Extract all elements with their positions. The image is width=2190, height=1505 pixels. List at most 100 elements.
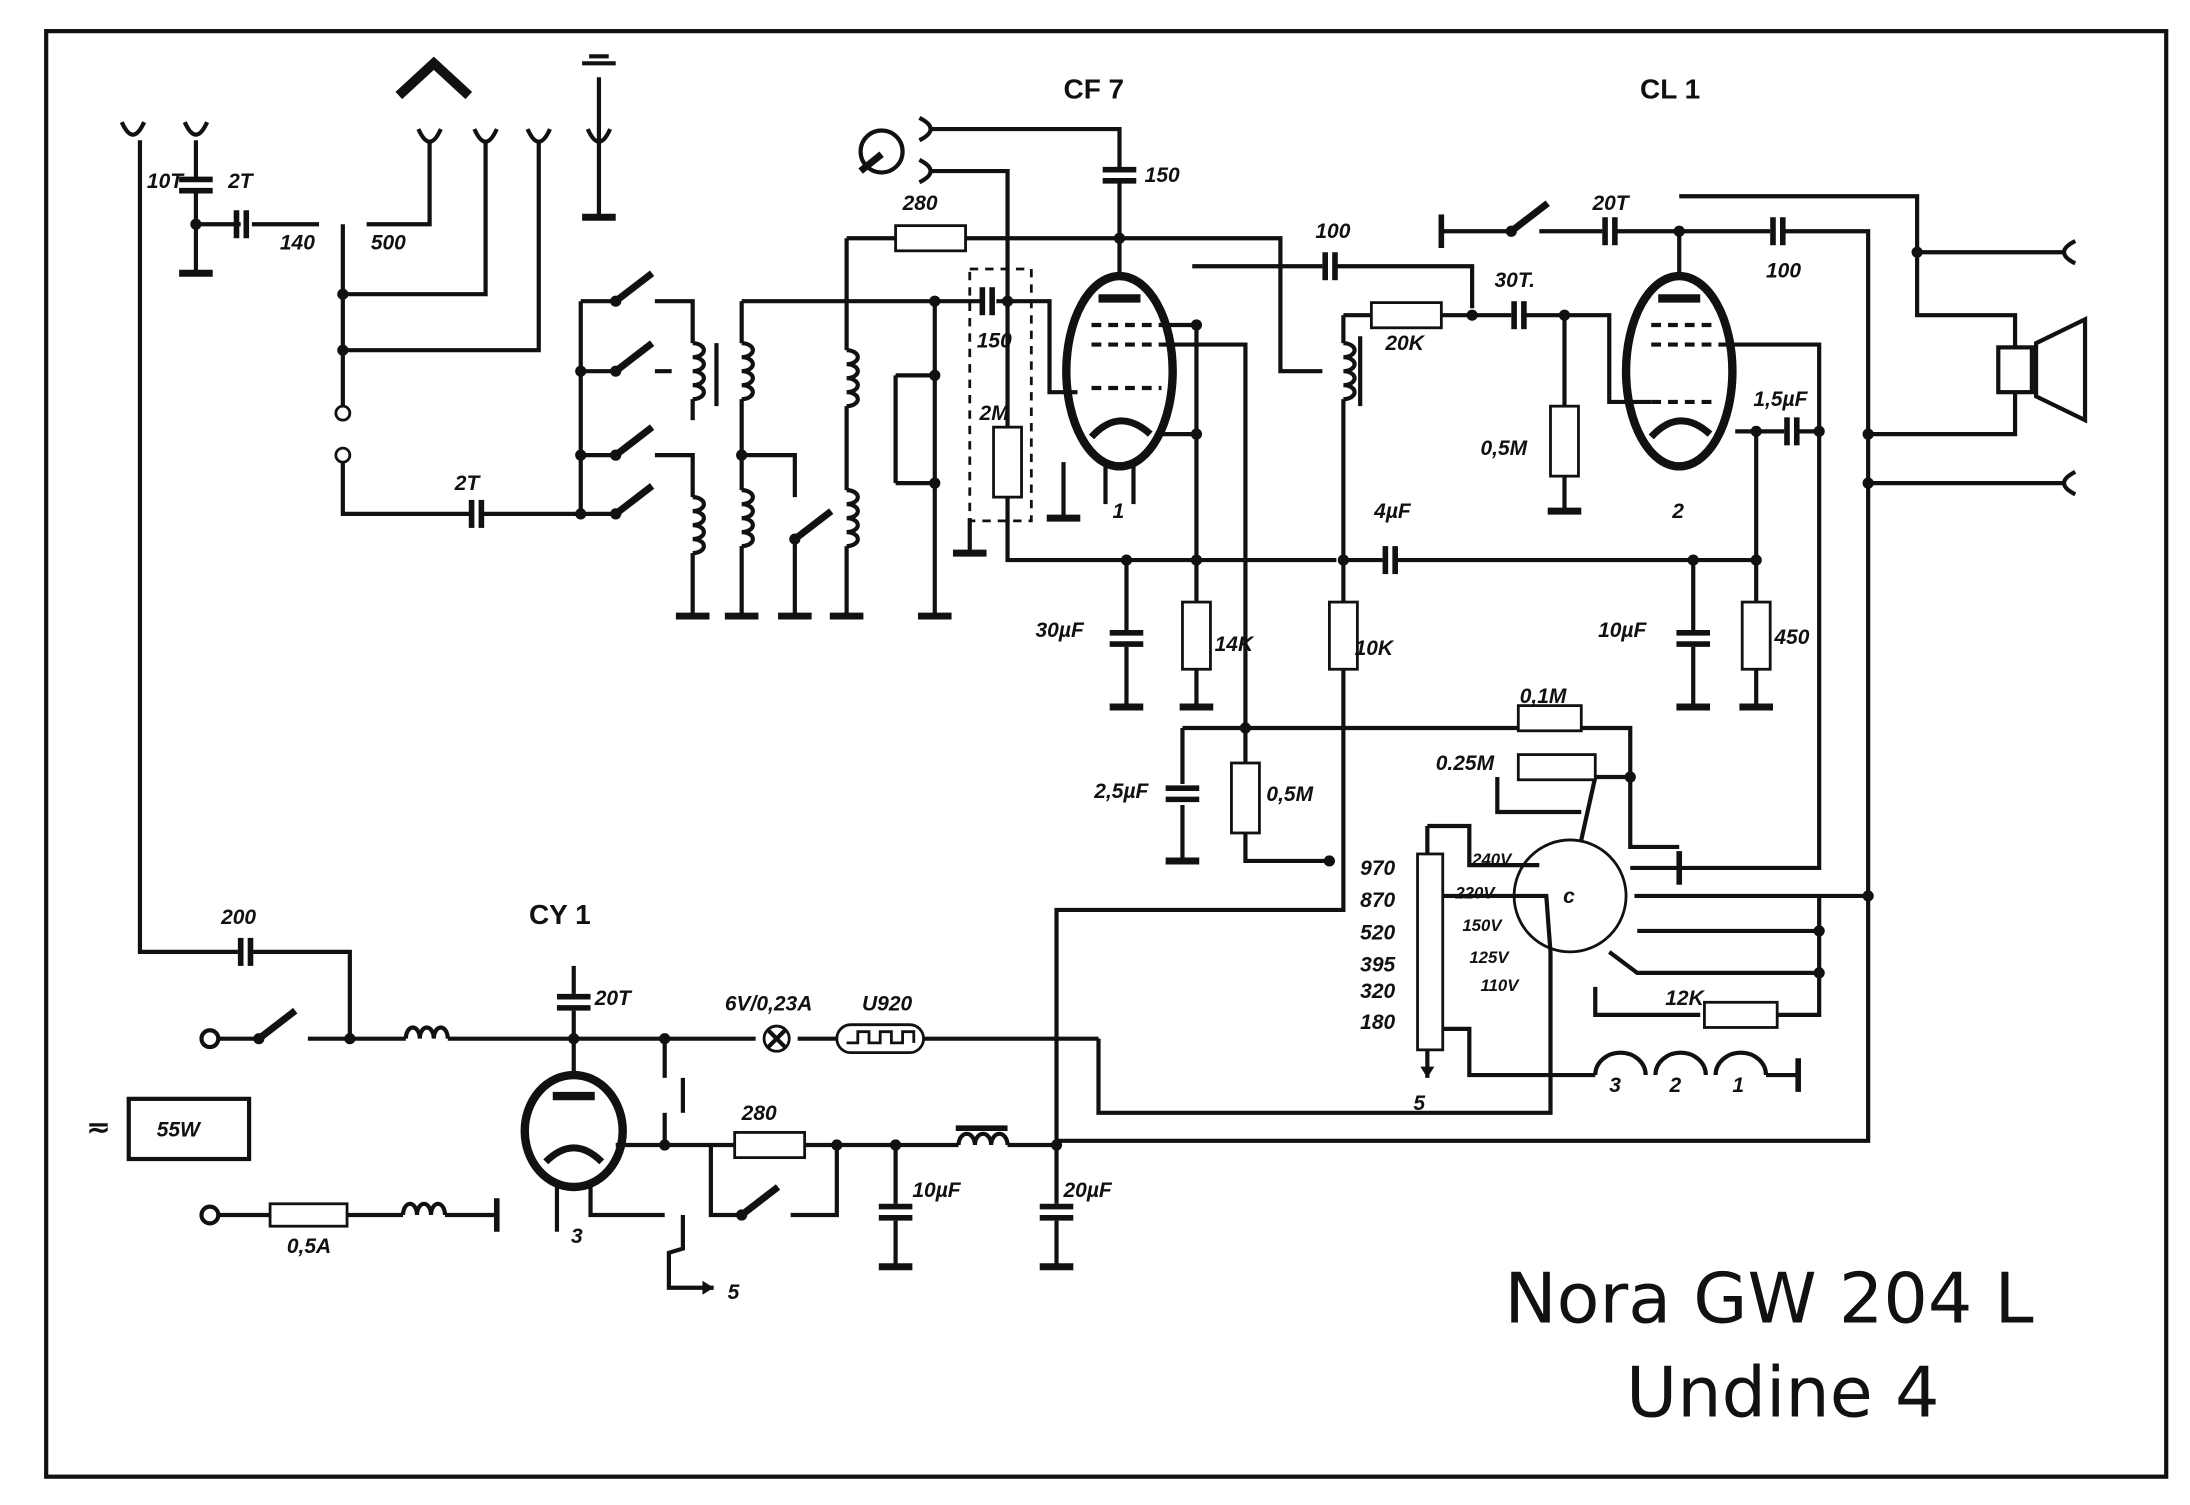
label-280-top: 280 (902, 192, 938, 215)
label-05m-cl1: 0,5M (1481, 437, 1528, 460)
junction-dot (1466, 309, 1478, 321)
junction-dot (1001, 295, 1014, 307)
dial-lamp-label: 3 (1609, 1074, 1621, 1097)
label-05m-b: 0,5M (1266, 783, 1313, 806)
voltage-label: 220V (1454, 884, 1496, 903)
antenna-socket (416, 128, 443, 144)
label-4uf: 4µF (1373, 500, 1412, 523)
tap-label: 970 (1360, 857, 1395, 880)
resistor (1369, 301, 1443, 330)
pilot-lamp-icon (762, 1024, 791, 1053)
coil (846, 488, 860, 549)
junction-dot (1337, 554, 1349, 566)
wire (1336, 264, 1475, 309)
junction-dot (1120, 554, 1133, 566)
model-title: Nora GW 204 L (1504, 1259, 2033, 1340)
switch-blade (792, 508, 834, 542)
wire (1056, 483, 1871, 1143)
wire (1441, 1026, 1596, 1078)
resistor (992, 425, 1023, 499)
antenna-socket (182, 121, 210, 137)
tube-label-cy1: CY 1 (529, 899, 591, 930)
label-30t: 30T. (1495, 269, 1535, 292)
resistor (1181, 600, 1212, 671)
junction-dot (736, 449, 748, 461)
tube-cf7: CF 7 1 (1062, 73, 1177, 523)
wire (1608, 950, 1820, 975)
junction-dot (568, 1033, 580, 1045)
tube-label-cl1: CL 1 (1640, 73, 1700, 104)
label-01m: 0,1M (1520, 685, 1567, 708)
resistor (1516, 753, 1597, 782)
junction-dot (1813, 425, 1825, 437)
component-labels: 10T 2T 140 500 2T 280 150 150 2M 100 20K… (147, 164, 1810, 1304)
tube-number-cl1: 2 (1671, 500, 1684, 523)
label-150-plate: 150 (1145, 164, 1180, 187)
wire (1005, 497, 1337, 563)
wire (1096, 893, 1553, 1115)
coil (403, 1025, 450, 1039)
wire (1522, 313, 1567, 407)
wire (1679, 194, 2065, 255)
wire (666, 1214, 714, 1290)
mains-terminal (199, 1204, 221, 1226)
switch-blade (256, 1007, 298, 1042)
voltage-labels: 240V 220V 150V 125V 110V (1454, 850, 1520, 995)
label-025m: 0.25M (1436, 752, 1495, 775)
switch-blade (613, 483, 655, 517)
power-rating-box (126, 1096, 252, 1162)
wire (790, 1145, 839, 1218)
wire (930, 168, 1010, 428)
junction-dot (1862, 890, 1874, 902)
antenna-socket (585, 128, 613, 144)
junction-dot (1190, 428, 1203, 440)
label-2t-a: 2T (227, 170, 255, 193)
label-30uf: 30µF (1036, 619, 1085, 642)
selector-center-label: c (1563, 885, 1575, 908)
voltage-label: 110V (1481, 976, 1521, 995)
wire (654, 453, 695, 498)
label-10uf-bot: 10µF (912, 1179, 961, 1202)
label-heater-5: 5 (728, 1281, 740, 1304)
tap-label: 395 (1360, 954, 1395, 977)
switch-blade (1509, 200, 1550, 235)
switch-blade (739, 1184, 781, 1218)
label-20t-cy1: 20T (594, 987, 633, 1010)
tube-cy1: CY 1 3 (520, 899, 627, 1248)
junction-dot (929, 477, 941, 489)
arrow-icon (1420, 1066, 1435, 1078)
wire (1427, 823, 1540, 868)
junction-dot (1813, 967, 1825, 979)
tube-number-cf7: 1 (1112, 500, 1124, 523)
shield-outline (968, 267, 1033, 523)
junction-dot (1673, 225, 1685, 237)
junction-dot (1050, 1139, 1063, 1151)
wire (588, 1187, 665, 1218)
junction-dot (575, 365, 587, 377)
voltage-selector[interactable]: c (1512, 838, 1628, 954)
coil (846, 348, 860, 409)
coil (1343, 341, 1357, 402)
tap-labels: 970 870 520 395 320 180 (1360, 857, 1395, 1034)
ac-symbol: ≂ (87, 1112, 110, 1143)
pickup-socket (918, 116, 933, 143)
junction-dot (1687, 554, 1699, 566)
wire (1564, 313, 1652, 405)
tap-label: 180 (1360, 1011, 1395, 1034)
components (119, 116, 2077, 1295)
speaker-socket (2062, 470, 2077, 497)
junction-dot (1190, 554, 1203, 566)
model-subtitle: Undine 4 (1626, 1352, 1939, 1433)
junction-dot (337, 288, 349, 300)
wire (1784, 229, 1871, 484)
voltage-label: 240V (1471, 850, 1513, 869)
label-2t-b: 2T (454, 472, 482, 495)
label-10uf-cl1: 10µF (1598, 619, 1647, 642)
tap-label: 320 (1360, 980, 1395, 1003)
wire (1161, 322, 1199, 561)
dial-lamp-labels: 3 2 1 (1609, 1074, 1744, 1097)
junction-dot (344, 1033, 356, 1045)
junction-dot (1624, 771, 1636, 783)
resistor (1516, 704, 1583, 733)
